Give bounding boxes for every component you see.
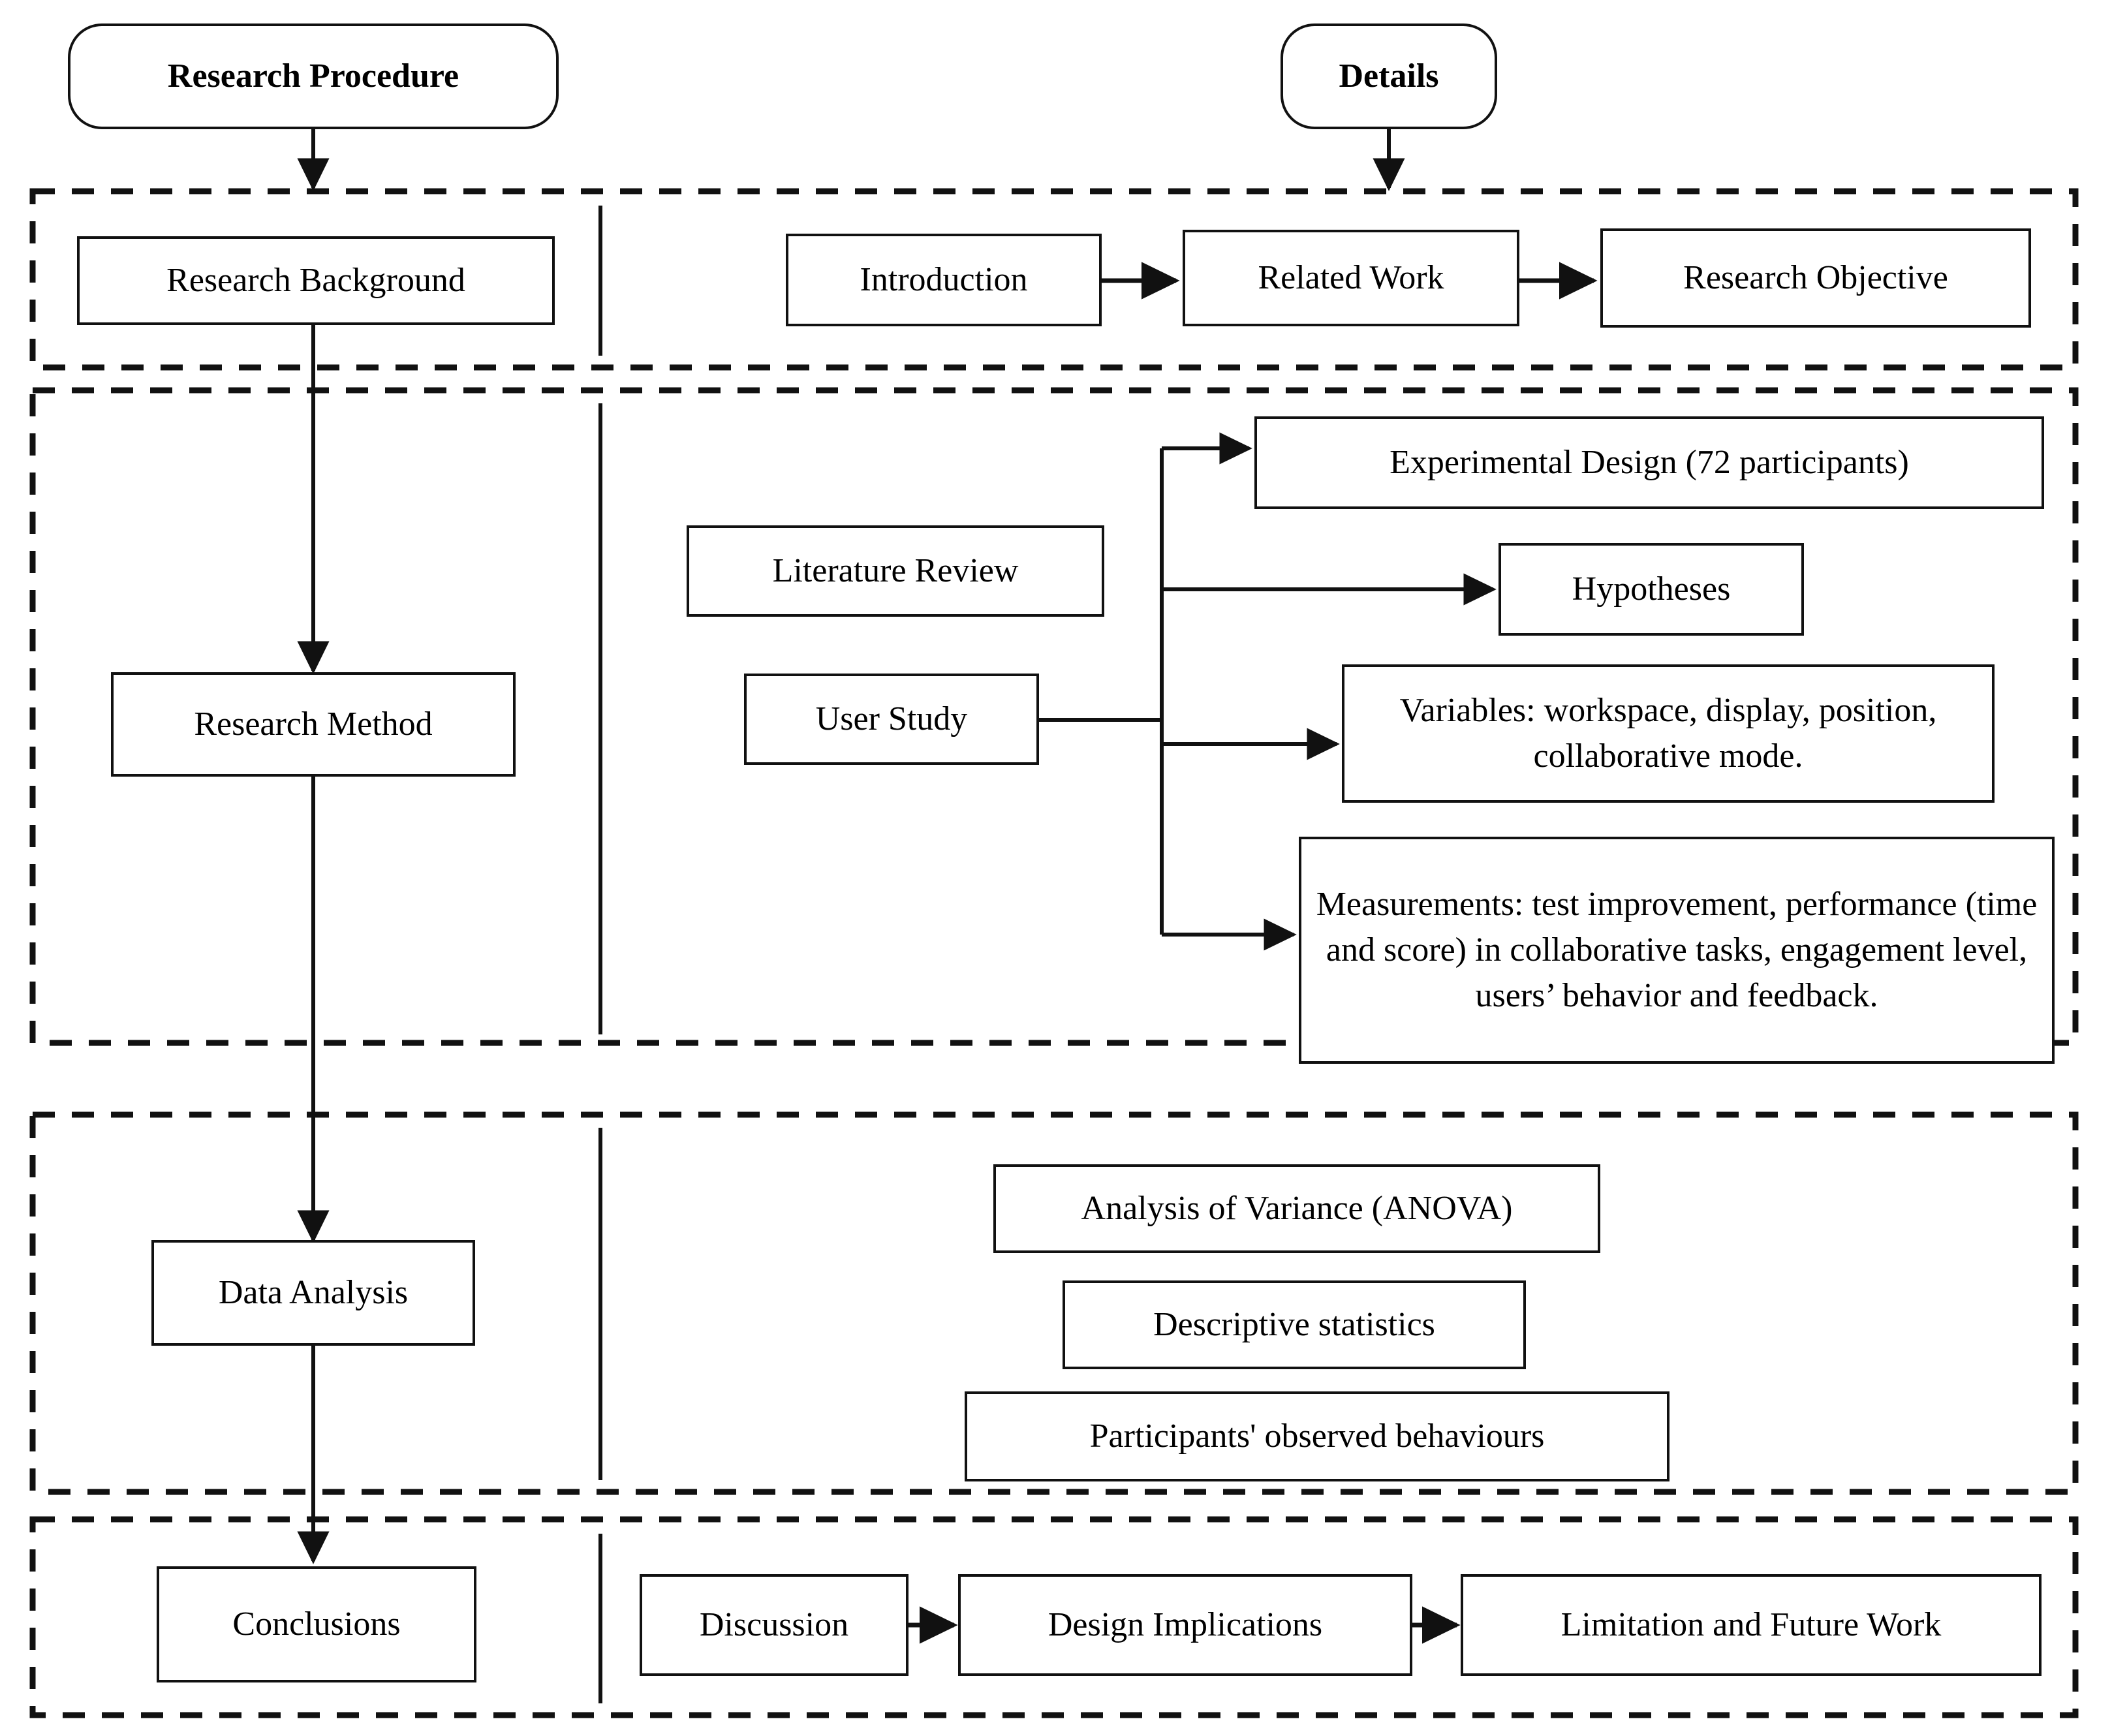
method-branch-group — [1039, 432, 1497, 951]
node-research-objective-label: Research Objective — [1683, 259, 1948, 297]
node-conclusions[interactable]: Conclusions — [157, 1566, 476, 1682]
node-research-background[interactable]: Research Background — [77, 236, 555, 325]
node-introduction[interactable]: Introduction — [786, 234, 1102, 326]
node-conclusions-label: Conclusions — [232, 1605, 401, 1643]
section-frame-analysis — [29, 1111, 2079, 1495]
node-user-study-label: User Study — [815, 700, 968, 738]
header-research-procedure-label: Research Procedure — [167, 57, 459, 95]
node-limitation-future-work-label: Limitation and Future Work — [1561, 1606, 1942, 1644]
node-limitation-future-work[interactable]: Limitation and Future Work — [1461, 1574, 2042, 1676]
node-measurements[interactable]: Measurements: test improvement, performa… — [1299, 837, 2055, 1064]
node-design-implications[interactable]: Design Implications — [958, 1574, 1412, 1676]
node-observed-behaviours[interactable]: Participants' observed behaviours — [965, 1391, 1669, 1481]
node-design-implications-label: Design Implications — [1048, 1606, 1323, 1644]
section-frame-group — [29, 188, 2079, 1718]
node-descriptive-statistics-label: Descriptive statistics — [1153, 1306, 1435, 1344]
node-discussion-label: Discussion — [699, 1606, 849, 1644]
section-frame-method — [29, 387, 2079, 1046]
node-data-analysis[interactable]: Data Analysis — [151, 1240, 475, 1346]
node-experimental-design[interactable]: Experimental Design (72 participants) — [1254, 416, 2044, 509]
node-variables[interactable]: Variables: workspace, display, position,… — [1342, 664, 1995, 803]
node-related-work[interactable]: Related Work — [1183, 230, 1519, 326]
node-experimental-design-label: Experimental Design (72 participants) — [1390, 444, 1909, 482]
node-literature-review-label: Literature Review — [772, 552, 1019, 590]
node-measurements-label: Measurements: test improvement, performa… — [1316, 886, 2038, 1014]
header-research-procedure: Research Procedure — [68, 23, 559, 129]
node-hypotheses[interactable]: Hypotheses — [1499, 543, 1804, 636]
node-variables-label: Variables: workspace, display, position,… — [1399, 692, 1937, 775]
node-research-method[interactable]: Research Method — [111, 672, 516, 777]
section-frame-background — [29, 188, 2079, 371]
node-related-work-label: Related Work — [1258, 259, 1444, 297]
node-research-objective[interactable]: Research Objective — [1600, 228, 2031, 328]
node-hypotheses-label: Hypotheses — [1572, 570, 1731, 608]
node-discussion[interactable]: Discussion — [640, 1574, 908, 1676]
node-research-background-label: Research Background — [166, 262, 465, 300]
section-frame-conclusions — [29, 1516, 2079, 1718]
node-anova[interactable]: Analysis of Variance (ANOVA) — [993, 1164, 1600, 1253]
node-anova-label: Analysis of Variance (ANOVA) — [1081, 1190, 1513, 1228]
header-details-label: Details — [1339, 57, 1439, 95]
node-descriptive-statistics[interactable]: Descriptive statistics — [1063, 1280, 1526, 1369]
node-research-method-label: Research Method — [194, 705, 433, 743]
node-data-analysis-label: Data Analysis — [218, 1274, 409, 1312]
header-details: Details — [1281, 23, 1497, 129]
node-user-study[interactable]: User Study — [744, 674, 1039, 765]
node-introduction-label: Introduction — [860, 261, 1028, 299]
node-literature-review[interactable]: Literature Review — [687, 525, 1104, 617]
node-observed-behaviours-label: Participants' observed behaviours — [1089, 1418, 1545, 1455]
